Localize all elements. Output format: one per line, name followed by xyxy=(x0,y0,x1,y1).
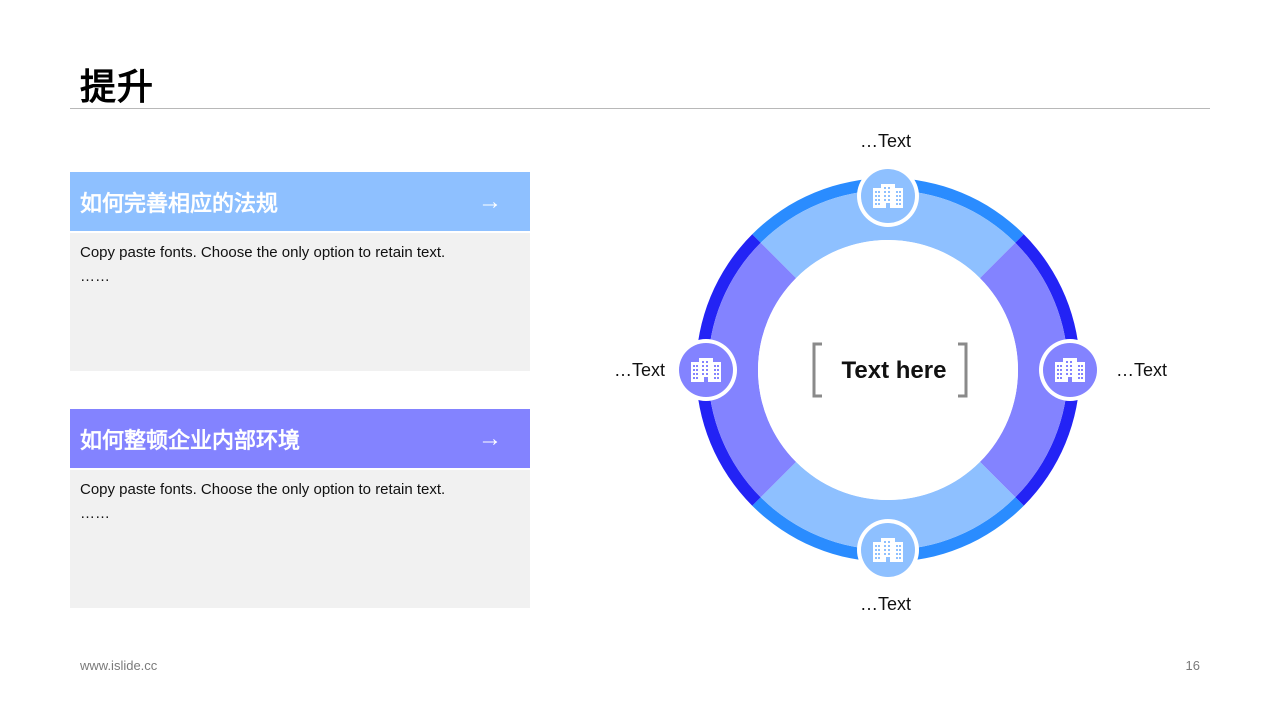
arrow-right-icon[interactable]: → xyxy=(478,187,502,215)
cycle-diagram: …Text …Text …Text …Text Text here xyxy=(580,118,1220,638)
ring-inner-segment-left xyxy=(708,242,797,498)
label-right: …Text xyxy=(1116,360,1168,380)
building-icon xyxy=(1055,358,1085,382)
bracket-right xyxy=(958,342,968,398)
building-icon xyxy=(873,538,903,562)
ring-inner-segment-top xyxy=(760,189,1016,279)
card-legislation: 如何完善相应的法规 → Copy paste fonts. Choose the… xyxy=(70,172,530,371)
label-bottom: …Text xyxy=(860,594,912,614)
bracket-left xyxy=(812,342,822,398)
ring-outer-segment-bottom xyxy=(752,497,1024,562)
card-internal-environment: 如何整顿企业内部环境 → Copy paste fonts. Choose th… xyxy=(70,409,530,608)
ring-center xyxy=(758,240,1018,500)
label-left: …Text xyxy=(614,360,666,380)
ring-inner-segment-right xyxy=(979,242,1068,498)
building-icon xyxy=(691,358,721,382)
card-header[interactable]: 如何整顿企业内部环境 → xyxy=(70,409,530,468)
arrow-right-icon[interactable]: → xyxy=(478,424,502,452)
card-title: 如何整顿企业内部环境 xyxy=(80,428,301,454)
ring-outer-segment-left xyxy=(696,234,761,506)
title-divider xyxy=(70,108,1210,109)
card-body-text: Copy paste fonts. Choose the only option… xyxy=(80,481,446,498)
card-body-ellipsis: …… xyxy=(80,505,110,522)
card-title: 如何完善相应的法规 xyxy=(80,191,279,217)
ring-graphic xyxy=(675,165,1101,581)
ring-outer-segment-right xyxy=(1015,234,1080,506)
card-body: Copy paste fonts. Choose the only option… xyxy=(70,233,530,371)
center-text: Text here xyxy=(841,357,947,384)
ring-outer-segment-top xyxy=(752,178,1024,243)
card-body: Copy paste fonts. Choose the only option… xyxy=(70,470,530,608)
label-top: …Text xyxy=(860,131,912,151)
footer-url: www.islide.cc xyxy=(80,658,158,673)
slide-title: 提升 xyxy=(80,67,155,108)
building-icon xyxy=(873,184,903,208)
card-body-text: Copy paste fonts. Choose the only option… xyxy=(80,244,446,261)
page-number: 16 xyxy=(1185,658,1200,673)
card-header[interactable]: 如何完善相应的法规 → xyxy=(70,172,530,231)
ring-inner-segment-bottom xyxy=(760,461,1016,551)
card-body-ellipsis: …… xyxy=(80,268,110,285)
